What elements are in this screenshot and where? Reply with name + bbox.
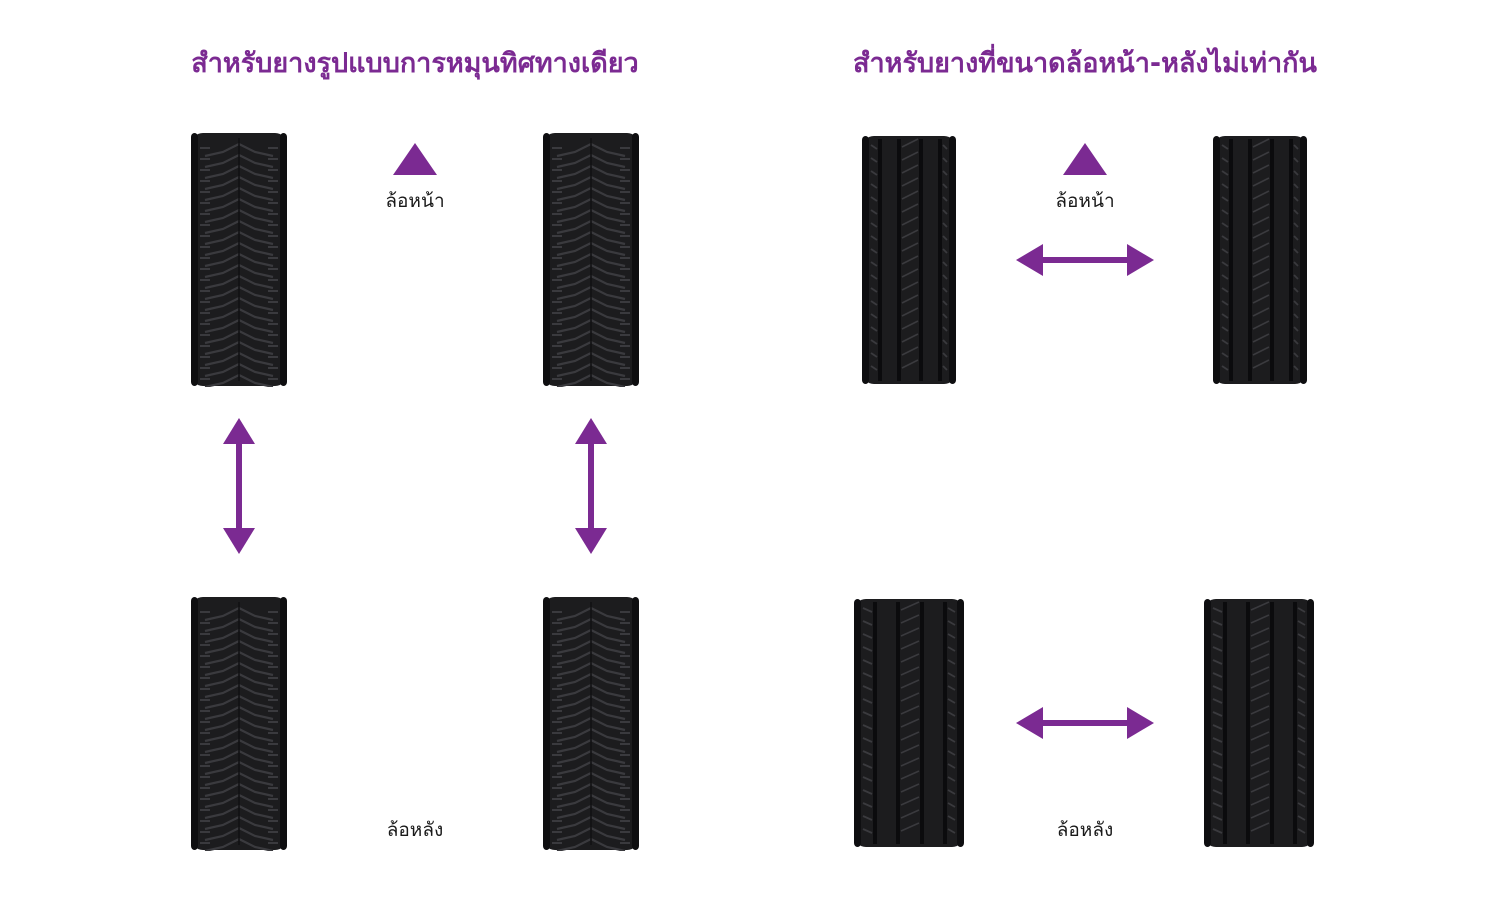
front-wheel-label: ล้อหน้า: [1055, 190, 1115, 212]
horizontal-double-arrow-icon: [1016, 244, 1154, 276]
tire-rear-left: [854, 599, 964, 847]
tire-front-left: [862, 136, 956, 384]
rear-wheel-label: ล้อหลัง: [1056, 819, 1114, 841]
tire-rear-right: [1204, 599, 1314, 847]
vertical-double-arrow-icon: [575, 418, 607, 554]
tire-front-left: [191, 133, 287, 387]
vertical-double-arrow-icon: [223, 418, 255, 554]
front-wheel-label: ล้อหน้า: [385, 190, 445, 212]
panel-title-directional: สำหรับยางรูปแบบการหมุนทิศทางเดียว: [191, 48, 639, 79]
rear-wheel-label: ล้อหลัง: [386, 819, 444, 841]
tire-front-right: [1213, 136, 1307, 384]
up-triangle-icon: [393, 143, 437, 175]
tire-front-right: [543, 133, 639, 387]
horizontal-double-arrow-icon: [1016, 707, 1154, 739]
panel-title-staggered-size: สำหรับยางที่ขนาดล้อหน้า-หลังไม่เท่ากัน: [853, 48, 1317, 79]
tire-rear-right: [543, 597, 639, 851]
up-triangle-icon: [1063, 143, 1107, 175]
tire-rear-left: [191, 597, 287, 851]
